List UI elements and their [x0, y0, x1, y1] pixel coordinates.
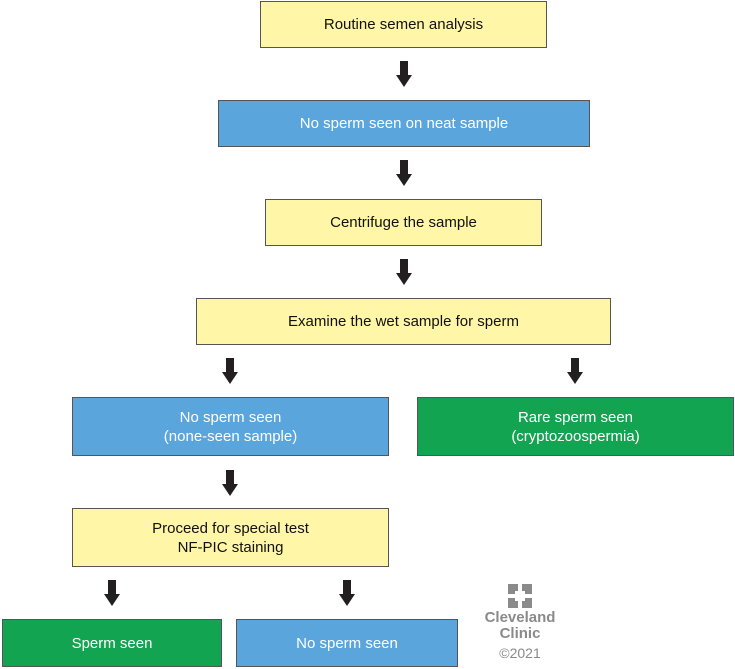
- step-label-line1: Rare sperm seen: [517, 408, 634, 426]
- down-arrow-icon: [567, 358, 583, 384]
- down-arrow-icon: [339, 580, 355, 606]
- down-arrow-icon: [222, 358, 238, 384]
- step-no-sperm-neat-sample: No sperm seen on neat sample: [218, 100, 590, 147]
- cleveland-clinic-cross-icon: [508, 584, 532, 608]
- down-arrow-icon: [104, 580, 120, 606]
- step-label-line2: NF-PIC staining: [177, 538, 284, 556]
- step-routine-semen-analysis: Routine semen analysis: [260, 1, 547, 48]
- step-label: Examine the wet sample for sperm: [288, 313, 519, 330]
- step-examine-wet-sample: Examine the wet sample for sperm: [196, 298, 611, 345]
- step-sperm-seen: Sperm seen: [2, 619, 222, 667]
- step-label-line2: (none-seen sample): [163, 427, 298, 445]
- step-label-line2: (cryptozoospermia): [511, 427, 640, 445]
- step-rare-sperm-seen: Rare sperm seen (cryptozoospermia): [417, 397, 734, 456]
- step-label: No sperm seen: [296, 634, 398, 652]
- down-arrow-icon: [396, 61, 412, 87]
- step-label: Routine semen analysis: [323, 16, 484, 33]
- step-label: Centrifuge the sample: [330, 214, 477, 231]
- step-no-sperm-seen-final: No sperm seen: [236, 619, 458, 667]
- step-centrifuge: Centrifuge the sample: [265, 199, 542, 246]
- down-arrow-icon: [396, 160, 412, 186]
- down-arrow-icon: [396, 259, 412, 285]
- logo-name-line1: Cleveland: [484, 609, 556, 626]
- step-label: No sperm seen on neat sample: [299, 115, 509, 132]
- down-arrow-icon: [222, 470, 238, 496]
- step-label-line1: No sperm seen: [179, 408, 282, 426]
- copyright-text: ©2021: [499, 645, 541, 661]
- step-no-sperm-seen: No sperm seen (none-seen sample): [72, 397, 389, 456]
- logo-name-line2: Clinic: [499, 625, 541, 642]
- step-special-test: Proceed for special test NF-PIC staining: [72, 508, 389, 567]
- cleveland-clinic-logo: Cleveland Clinic ©2021: [480, 584, 560, 662]
- step-label-line1: Proceed for special test: [152, 519, 309, 537]
- step-label: Sperm seen: [71, 634, 153, 652]
